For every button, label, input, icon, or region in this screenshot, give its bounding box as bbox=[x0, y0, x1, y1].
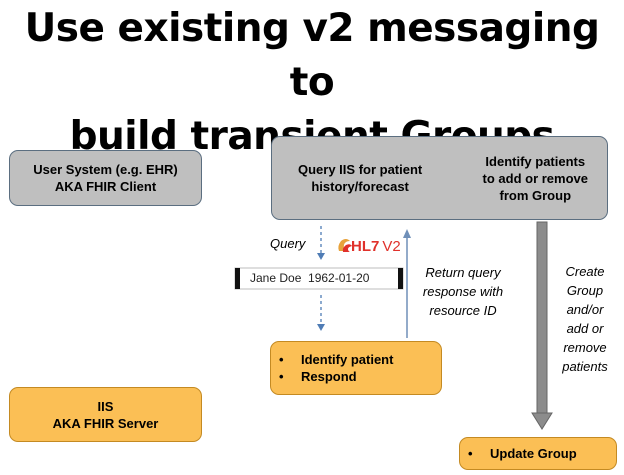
title-line-1: Use existing v2 messaging to bbox=[24, 6, 600, 105]
return-arrow bbox=[403, 229, 411, 338]
update-group-box: Update Group bbox=[459, 437, 617, 470]
iis-box: IIS AKA FHIR Server bbox=[9, 387, 202, 442]
query-label: Query bbox=[270, 236, 306, 251]
identify-item: Identify patient bbox=[271, 351, 393, 368]
update-group-item: Update Group bbox=[460, 445, 577, 462]
message-to-iis-arrow bbox=[317, 295, 325, 331]
hl7-version: V2 bbox=[382, 238, 401, 255]
create-group-label: Create Group and/or add or remove patien… bbox=[562, 264, 608, 374]
create-group-arrow bbox=[531, 221, 553, 430]
hl7-text: HL7 bbox=[351, 238, 380, 255]
identify-patients-text: Identify patients to add or remove from … bbox=[482, 153, 588, 203]
respond-item: Respond bbox=[271, 368, 393, 385]
query-iis-box: Query IIS for patient history/forecast I… bbox=[271, 136, 608, 220]
identify-respond-box: Identify patient Respond bbox=[270, 341, 442, 395]
query-arrow bbox=[317, 226, 325, 260]
user-system-box: User System (e.g. EHR) AKA FHIR Client bbox=[9, 150, 202, 206]
query-iis-text: Query IIS for patient history/forecast bbox=[298, 162, 423, 194]
message-text: Jane Doe 1962-01-20 bbox=[250, 271, 370, 285]
hl7-logo bbox=[338, 239, 352, 252]
return-label: Return query response with resource ID bbox=[422, 265, 504, 318]
message-bar bbox=[234, 267, 404, 290]
hl7-flame-icon bbox=[338, 239, 350, 251]
